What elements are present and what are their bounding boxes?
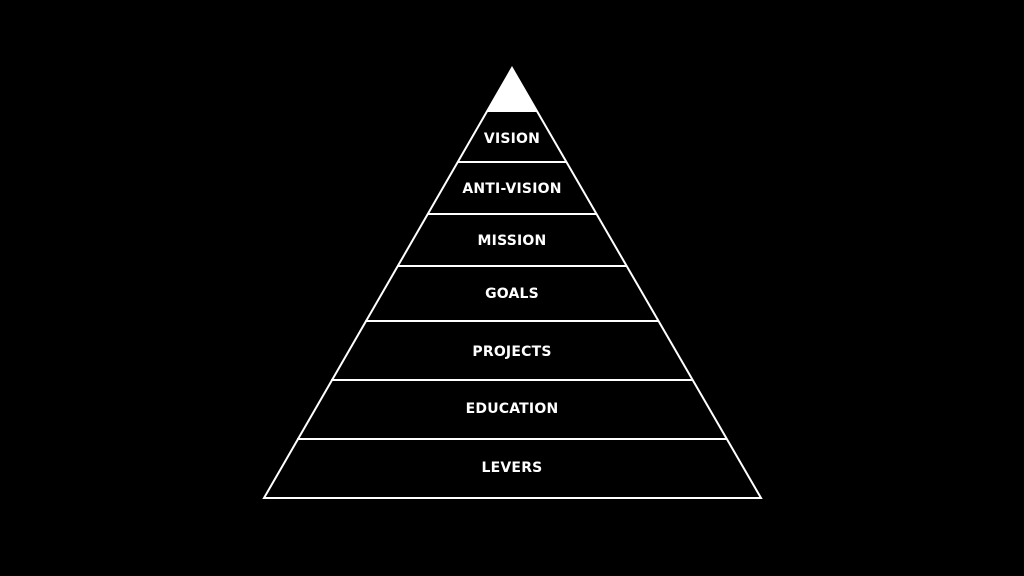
pyramid-apex — [486, 68, 538, 111]
tier-label-education: EDUCATION — [465, 401, 559, 417]
tier-label-projects: PROJECTS — [472, 344, 552, 360]
pyramid-outline — [262, 66, 763, 499]
tier-label-mission: MISSION — [477, 233, 547, 249]
tier-label-vision: VISION — [483, 131, 541, 147]
tier-label-levers: LEVERS — [481, 460, 543, 476]
tier-label-anti-vision: ANTI-VISION — [462, 181, 562, 197]
tier-label-goals: GOALS — [485, 286, 539, 302]
